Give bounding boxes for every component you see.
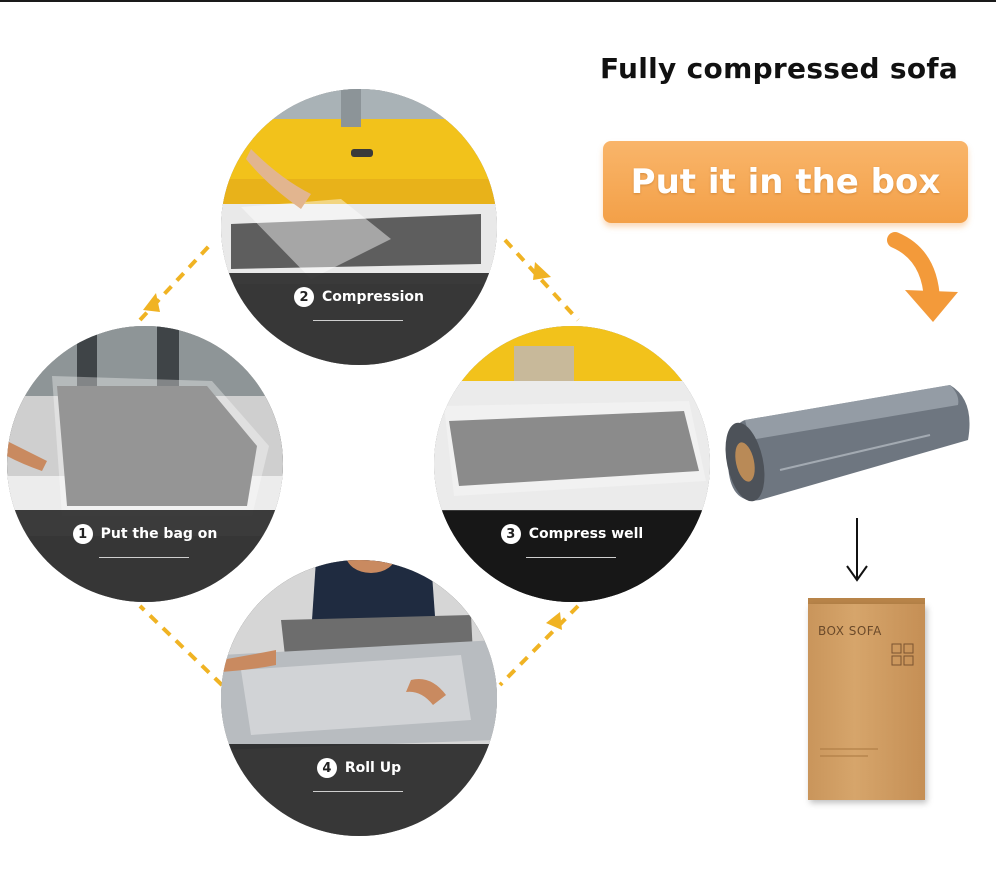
top-border-line	[0, 0, 996, 2]
cycle-arrow-4-to-1	[138, 604, 224, 687]
step-3-circle: 3 Compress well	[434, 326, 710, 602]
step-2-underline	[313, 320, 403, 321]
step-1-caption: 1 Put the bag on	[7, 524, 283, 544]
arrowhead-3-to-4	[546, 612, 562, 630]
step-1-circle: 1 Put the bag on	[7, 326, 283, 602]
step-3-label: Compress well	[528, 526, 644, 542]
step-1-underline	[99, 557, 189, 558]
box-label: BOX SOFA	[818, 624, 882, 638]
orange-arrowhead	[905, 290, 958, 322]
banner-text: Put it in the box	[630, 162, 941, 202]
step-4-label: Roll Up	[344, 760, 402, 776]
step-3-number: 3	[500, 524, 521, 544]
step-1-label: Put the bag on	[100, 526, 218, 542]
step-2-circle: 2 Compression	[221, 89, 497, 365]
cycle-arrow-2-to-3	[503, 238, 580, 322]
arrowhead-1-to-2	[143, 293, 160, 312]
rolled-sofa	[725, 385, 970, 502]
step-1-number: 1	[72, 524, 93, 544]
step-4-underline	[313, 791, 403, 792]
step-4-caption: 4 Roll Up	[221, 758, 497, 778]
step-2-caption: 2 Compression	[221, 287, 497, 307]
step-4-number: 4	[316, 758, 337, 778]
step-3-underline	[526, 557, 616, 558]
step-3-caption: 3 Compress well	[434, 524, 710, 544]
arrowhead-2-to-3	[533, 262, 551, 280]
cycle-arrow-3-to-4	[498, 604, 580, 687]
step-2-number: 2	[294, 287, 315, 307]
page-title: Fully compressed sofa	[600, 52, 959, 85]
put-in-box-banner: Put it in the box	[603, 141, 968, 223]
step-4-circle: 4 Roll Up	[221, 560, 497, 836]
box-handling-icons	[820, 643, 914, 757]
step-4-caption-bar	[221, 744, 497, 836]
step-2-label: Compression	[322, 289, 424, 305]
box-top-edge	[808, 598, 925, 606]
cardboard-box: BOX SOFA	[808, 604, 925, 800]
down-arrow-head	[846, 565, 868, 582]
